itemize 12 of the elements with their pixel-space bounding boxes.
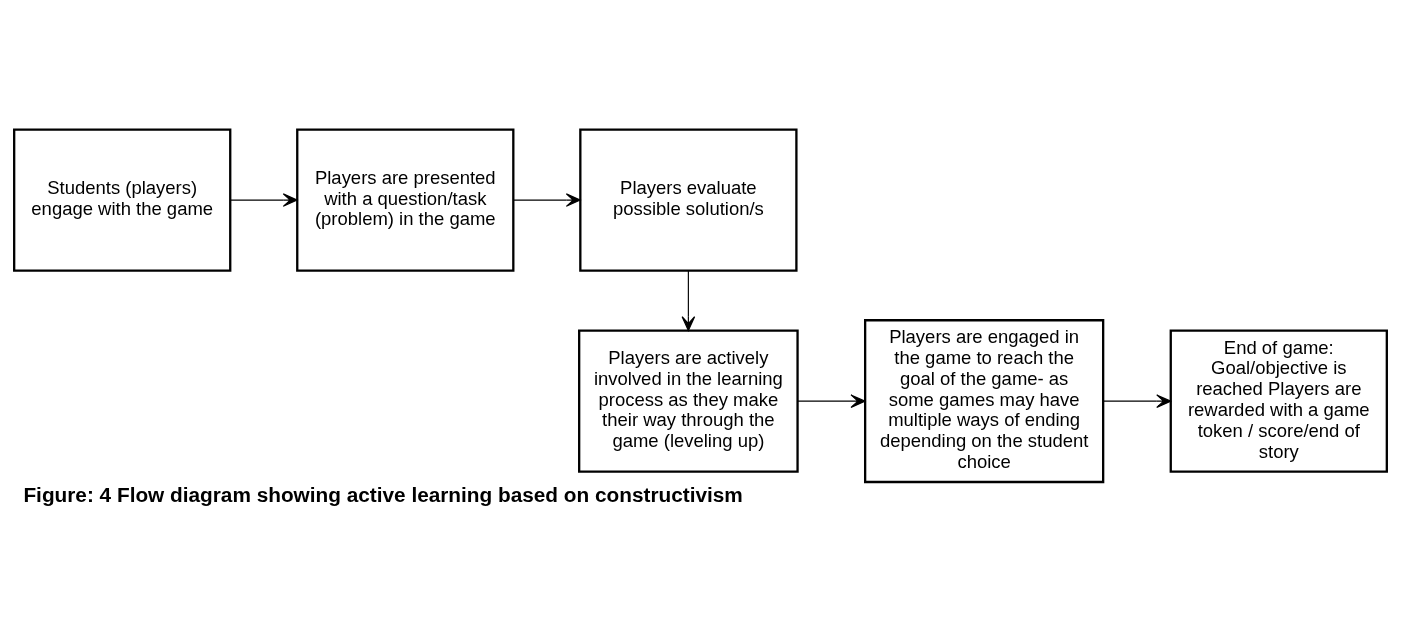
node-box: Players are actively involved in the learning process as they make their way through the game (leveling up) [578,329,799,473]
arrow [1103,393,1172,408]
arrow [512,192,581,207]
caption: Figure: 4 Flow diagram showing active learning based on constructivism [23,482,743,506]
arrow [229,192,298,207]
arrow [797,393,866,408]
node-box: Players are engaged in the game to reach the goal of the game- as some games may have multiple ways of ending depending on the student choice [864,318,1105,483]
node-box: Students (players) engage with the game [13,127,232,272]
arrow [681,269,696,331]
node-box: End of game: Goal/objective is reached Players are rewarded with a game token / score/end of story [1169,329,1388,473]
node-box: Players are presented with a question/task (problem) in the game [296,127,515,272]
node-box: Players evaluate possible solution/s [579,127,798,272]
